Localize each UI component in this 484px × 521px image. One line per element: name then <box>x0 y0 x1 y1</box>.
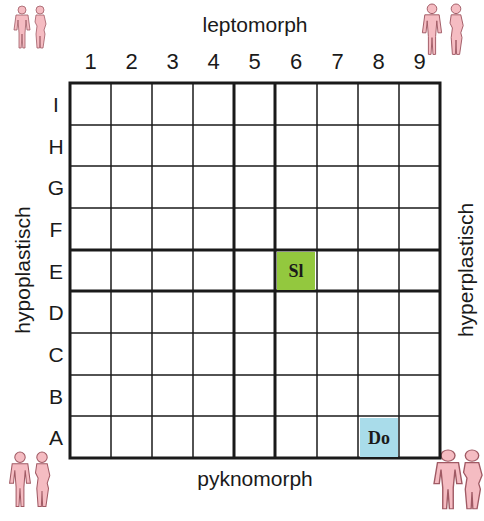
cell-label: Sl <box>288 262 303 280</box>
column-number: 6 <box>290 51 302 73</box>
axis-title: pyknomorph <box>197 468 313 489</box>
row-letter: A <box>49 427 63 448</box>
grid-thick-lines <box>70 83 440 458</box>
axis-title: hyperplastisch <box>455 203 476 337</box>
human-figures <box>10 4 482 509</box>
row-letter: I <box>53 94 59 115</box>
row-letter: B <box>49 385 63 406</box>
row-letter: E <box>49 260 63 281</box>
row-letter: F <box>50 219 63 240</box>
column-number: 8 <box>372 51 384 73</box>
row-letter: C <box>48 344 63 365</box>
grid-lines <box>70 83 440 458</box>
column-number: 2 <box>125 51 137 73</box>
column-number: 3 <box>166 51 178 73</box>
grid-cell: Do <box>360 418 398 457</box>
row-letter: G <box>48 177 64 198</box>
column-number: 5 <box>248 51 260 73</box>
column-number: 9 <box>413 51 425 73</box>
column-number: 1 <box>84 51 96 73</box>
grid-cell: Sl <box>277 252 315 290</box>
column-number: 7 <box>331 51 343 73</box>
row-letter: H <box>48 135 63 156</box>
column-number: 4 <box>207 51 219 73</box>
row-letter: D <box>48 302 63 323</box>
axis-title: hypoplastisch <box>12 206 33 333</box>
cell-label: Do <box>368 429 390 447</box>
axis-title: leptomorph <box>202 14 307 35</box>
